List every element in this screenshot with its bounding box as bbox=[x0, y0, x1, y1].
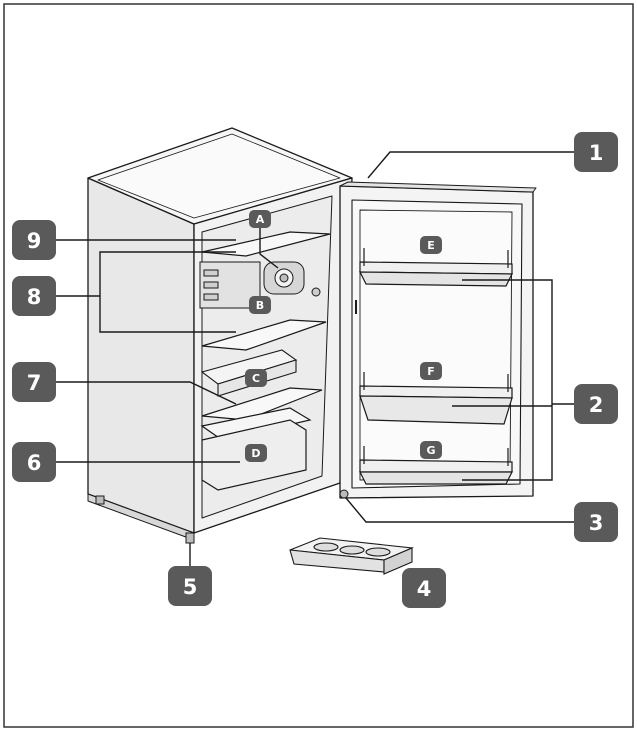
door-hinge-icon bbox=[339, 489, 349, 499]
marker-e: E bbox=[420, 236, 442, 254]
marker-c-label: C bbox=[252, 372, 260, 385]
door-shelf-middle-front bbox=[359, 395, 513, 425]
leader-line-1 bbox=[367, 151, 576, 179]
ice-cube-tray bbox=[289, 537, 415, 575]
ice-tray-cell bbox=[365, 547, 391, 557]
door-shelf-bottom bbox=[359, 459, 513, 473]
callout-4: 4 bbox=[402, 568, 446, 608]
leader-line-a bbox=[259, 226, 279, 269]
callout-3-label: 3 bbox=[589, 511, 604, 535]
callout-5-label: 5 bbox=[183, 575, 198, 599]
marker-e-label: E bbox=[427, 239, 435, 252]
callout-9: 9 bbox=[12, 220, 56, 260]
callout-6-label: 6 bbox=[27, 451, 42, 475]
leader-line-7 bbox=[56, 381, 237, 405]
callout-4-label: 4 bbox=[417, 577, 432, 601]
door-top-edge bbox=[339, 181, 537, 193]
door-shelf-top-front bbox=[359, 271, 513, 287]
cabinet-side-panel bbox=[87, 177, 195, 534]
callout-2-label: 2 bbox=[589, 393, 604, 417]
callout-3: 3 bbox=[574, 502, 618, 542]
shelf-lower bbox=[201, 387, 323, 421]
callout-7: 7 bbox=[12, 362, 56, 402]
marker-b-label: B bbox=[256, 299, 264, 312]
marker-d: D bbox=[245, 444, 267, 462]
leader-lines bbox=[56, 151, 576, 566]
number-callouts: 1 2 3 4 5 6 7 8 bbox=[12, 132, 618, 608]
callout-2: 2 bbox=[574, 384, 618, 424]
callout-8-label: 8 bbox=[27, 285, 42, 309]
callout-1-label: 1 bbox=[589, 141, 604, 165]
control-slot bbox=[203, 293, 219, 301]
adjustable-foot-icon bbox=[185, 532, 195, 544]
thermostat-knob-center bbox=[279, 273, 289, 283]
marker-a: A bbox=[249, 210, 271, 228]
letter-markers: A B C D E F G bbox=[245, 210, 442, 462]
callout-7-label: 7 bbox=[27, 371, 42, 395]
marker-c: C bbox=[245, 369, 267, 387]
ice-tray-cell bbox=[313, 542, 339, 552]
door-shelves bbox=[359, 248, 513, 485]
leader-line-8-bracket bbox=[99, 251, 236, 333]
shelf-middle bbox=[201, 319, 327, 351]
callout-6: 6 bbox=[12, 442, 56, 482]
marker-f: F bbox=[420, 362, 442, 380]
cabinet-top-inset bbox=[97, 133, 341, 219]
callout-9-label: 9 bbox=[27, 229, 42, 253]
control-slot bbox=[203, 281, 219, 289]
marker-d-label: D bbox=[251, 447, 260, 460]
marker-a-label: A bbox=[256, 213, 265, 226]
page-border bbox=[3, 3, 634, 728]
callout-5: 5 bbox=[168, 566, 212, 606]
crisper-drawer-top bbox=[200, 407, 312, 441]
marker-g: G bbox=[420, 441, 442, 459]
latch-icon bbox=[311, 287, 321, 297]
door-shelf-bottom-front bbox=[359, 471, 513, 485]
ice-tray-side bbox=[383, 547, 413, 575]
callout-8: 8 bbox=[12, 276, 56, 316]
marker-f-label: F bbox=[427, 365, 435, 378]
rear-foot-icon bbox=[95, 495, 105, 505]
ice-tray-cell bbox=[339, 545, 365, 555]
control-slot bbox=[203, 269, 219, 277]
leader-line-3 bbox=[345, 497, 576, 523]
marker-g-label: G bbox=[426, 444, 435, 457]
leader-line-2-bracket bbox=[462, 279, 553, 481]
callout-1: 1 bbox=[574, 132, 618, 172]
marker-b: B bbox=[249, 296, 271, 314]
